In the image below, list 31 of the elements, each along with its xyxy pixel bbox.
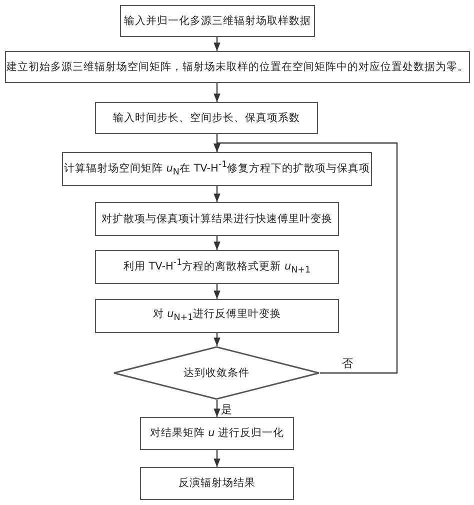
- process-box: [120, 5, 315, 37]
- process-box: [140, 417, 294, 450]
- arrow: [214, 142, 398, 374]
- process-box: [95, 250, 339, 284]
- process-box: [62, 152, 372, 186]
- arrow: [214, 236, 220, 250]
- edge-label: 否: [342, 358, 353, 370]
- arrow: [214, 333, 220, 346]
- process-box: [95, 102, 318, 134]
- arrow: [214, 284, 220, 299]
- node-text: 建立初始多源三维辐射场空间矩阵，辐射场未取样的位置在空间矩阵中的对应位置处数据为零。: [6, 60, 468, 74]
- node-text: 对扩散项与保真项计算结果进行快速傅里叶变换: [102, 212, 332, 226]
- node-text: 利用 TV-H$^{-1}$方程的离散格式更新 u$_{N+1}$: [123, 258, 311, 276]
- edge-label: 是: [221, 404, 232, 416]
- node-text: 输入并归一化多源三维辐射场取样数据: [124, 14, 311, 28]
- node-text: 对 u$_{N+1}$进行反傅里叶变换: [152, 308, 282, 324]
- process-box: [5, 51, 470, 83]
- node-text: 反演辐射场结果: [178, 477, 256, 490]
- node-text: 对结果矩阵 u 进行反归一化: [150, 427, 284, 440]
- arrow: [214, 400, 220, 417]
- decision-diamond: [113, 346, 320, 400]
- node-text: 达到收敛条件: [184, 366, 250, 380]
- process-box: [95, 299, 339, 333]
- arrow: [214, 186, 220, 202]
- arrow: [214, 37, 220, 51]
- arrow: [214, 83, 220, 102]
- node-text: 输入时间步长、空间步长、保真项系数: [113, 112, 300, 124]
- node-text: 计算辐射场空间矩阵 u$_{N}$在 TV-H$^{-1}$修复方程下的扩散项与保真项: [64, 160, 370, 178]
- process-box: [95, 202, 339, 236]
- arrow: [214, 450, 220, 467]
- process-box: [140, 467, 294, 500]
